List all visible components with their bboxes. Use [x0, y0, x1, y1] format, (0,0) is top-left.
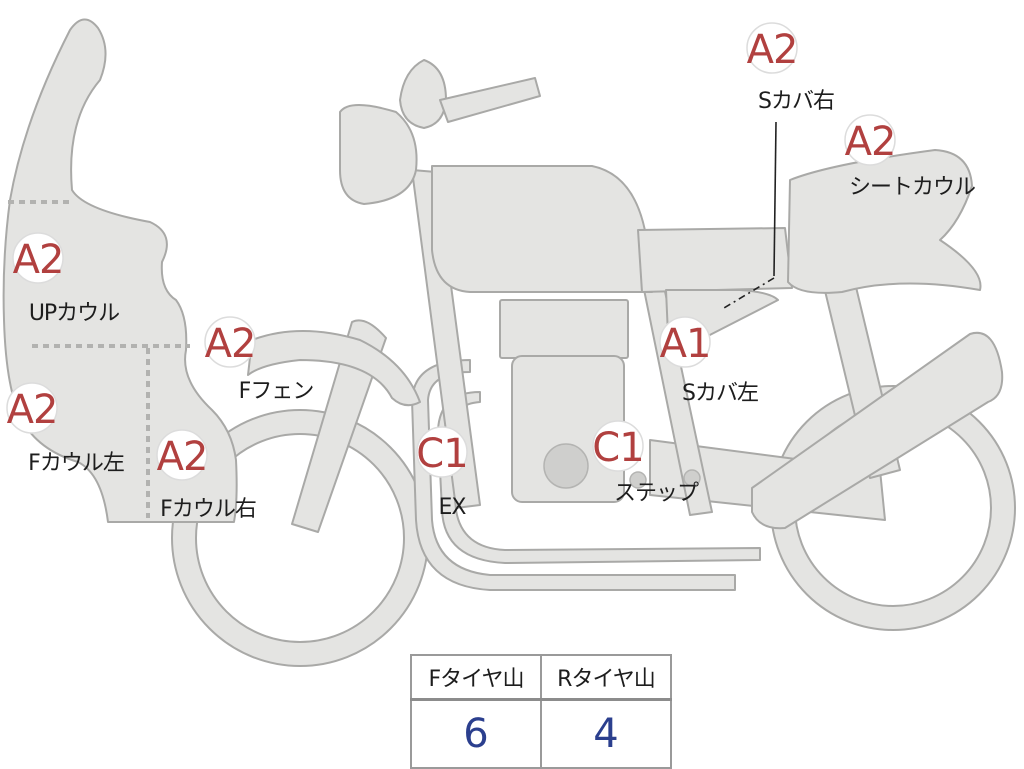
front-fender	[247, 330, 421, 407]
grade-f-cowl-right: A2	[157, 434, 208, 480]
grade-exhaust: C1	[416, 431, 467, 477]
tire-table-value-row: 6 4	[410, 698, 672, 769]
grade-seat-cowl: A2	[845, 119, 896, 165]
frame-down-tube	[411, 169, 481, 509]
grade-up-cowl: A2	[13, 237, 64, 283]
front-tire-header: Fタイヤ山	[410, 654, 542, 701]
tag-s-cover-right: A2 Sカバ右	[746, 22, 835, 114]
foot-peg-left	[629, 471, 647, 489]
tag-f-fender: A2 Fフェン	[204, 316, 314, 404]
grade-f-fender: A2	[205, 321, 256, 367]
engine-block	[499, 299, 629, 503]
rear-tire-tread-value: 4	[540, 698, 672, 769]
headlight	[339, 104, 418, 205]
s-cover-right-leader	[773, 121, 777, 277]
s-cover-right-dash-leader	[723, 277, 775, 309]
tag-exhaust: C1 EX	[416, 426, 469, 520]
label-exhaust: EX	[439, 495, 467, 520]
grade-s-cover-right: A2	[747, 27, 798, 73]
front-tire-tread-value: 6	[410, 698, 542, 769]
tire-tread-table: Fタイヤ山 Rタイヤ山 6 4	[410, 654, 672, 769]
label-s-cover-left: Sカバ左	[682, 381, 758, 406]
tag-s-cover-left: A1 Sカバ左	[659, 316, 759, 406]
label-seat-cowl: シートカウル	[849, 175, 975, 200]
rear-tire-header: Rタイヤ山	[540, 654, 672, 701]
tag-up-cowl: A2 UPカウル	[12, 232, 120, 326]
tag-f-cowl-right: A2 Fカウル右	[156, 429, 257, 522]
tag-step: C1 ステップ	[592, 420, 700, 506]
tag-f-cowl-left: A2 Fカウル左	[6, 382, 125, 476]
grade-s-cover-left: A1	[660, 321, 711, 367]
tag-seat-cowl: A2 シートカウル	[844, 114, 976, 200]
label-up-cowl: UPカウル	[29, 301, 119, 326]
label-f-cowl-right: Fカウル右	[160, 497, 256, 522]
foot-peg-right	[683, 469, 701, 487]
grade-f-cowl-left: A2	[7, 387, 58, 433]
label-step: ステップ	[614, 481, 699, 506]
handlebar	[439, 77, 541, 123]
seat	[637, 227, 793, 293]
seat-cowl	[787, 149, 982, 294]
label-s-cover-right: Sカバ右	[758, 89, 834, 114]
mirror	[399, 59, 447, 129]
grade-step: C1	[592, 425, 643, 471]
front-fork	[291, 319, 387, 533]
tire-table-header-row: Fタイヤ山 Rタイヤ山	[410, 654, 672, 701]
rear-fender	[751, 331, 1004, 530]
label-f-cowl-left: Fカウル左	[28, 451, 124, 476]
fuel-tank	[431, 165, 653, 293]
label-f-fender: Fフェン	[239, 379, 314, 404]
